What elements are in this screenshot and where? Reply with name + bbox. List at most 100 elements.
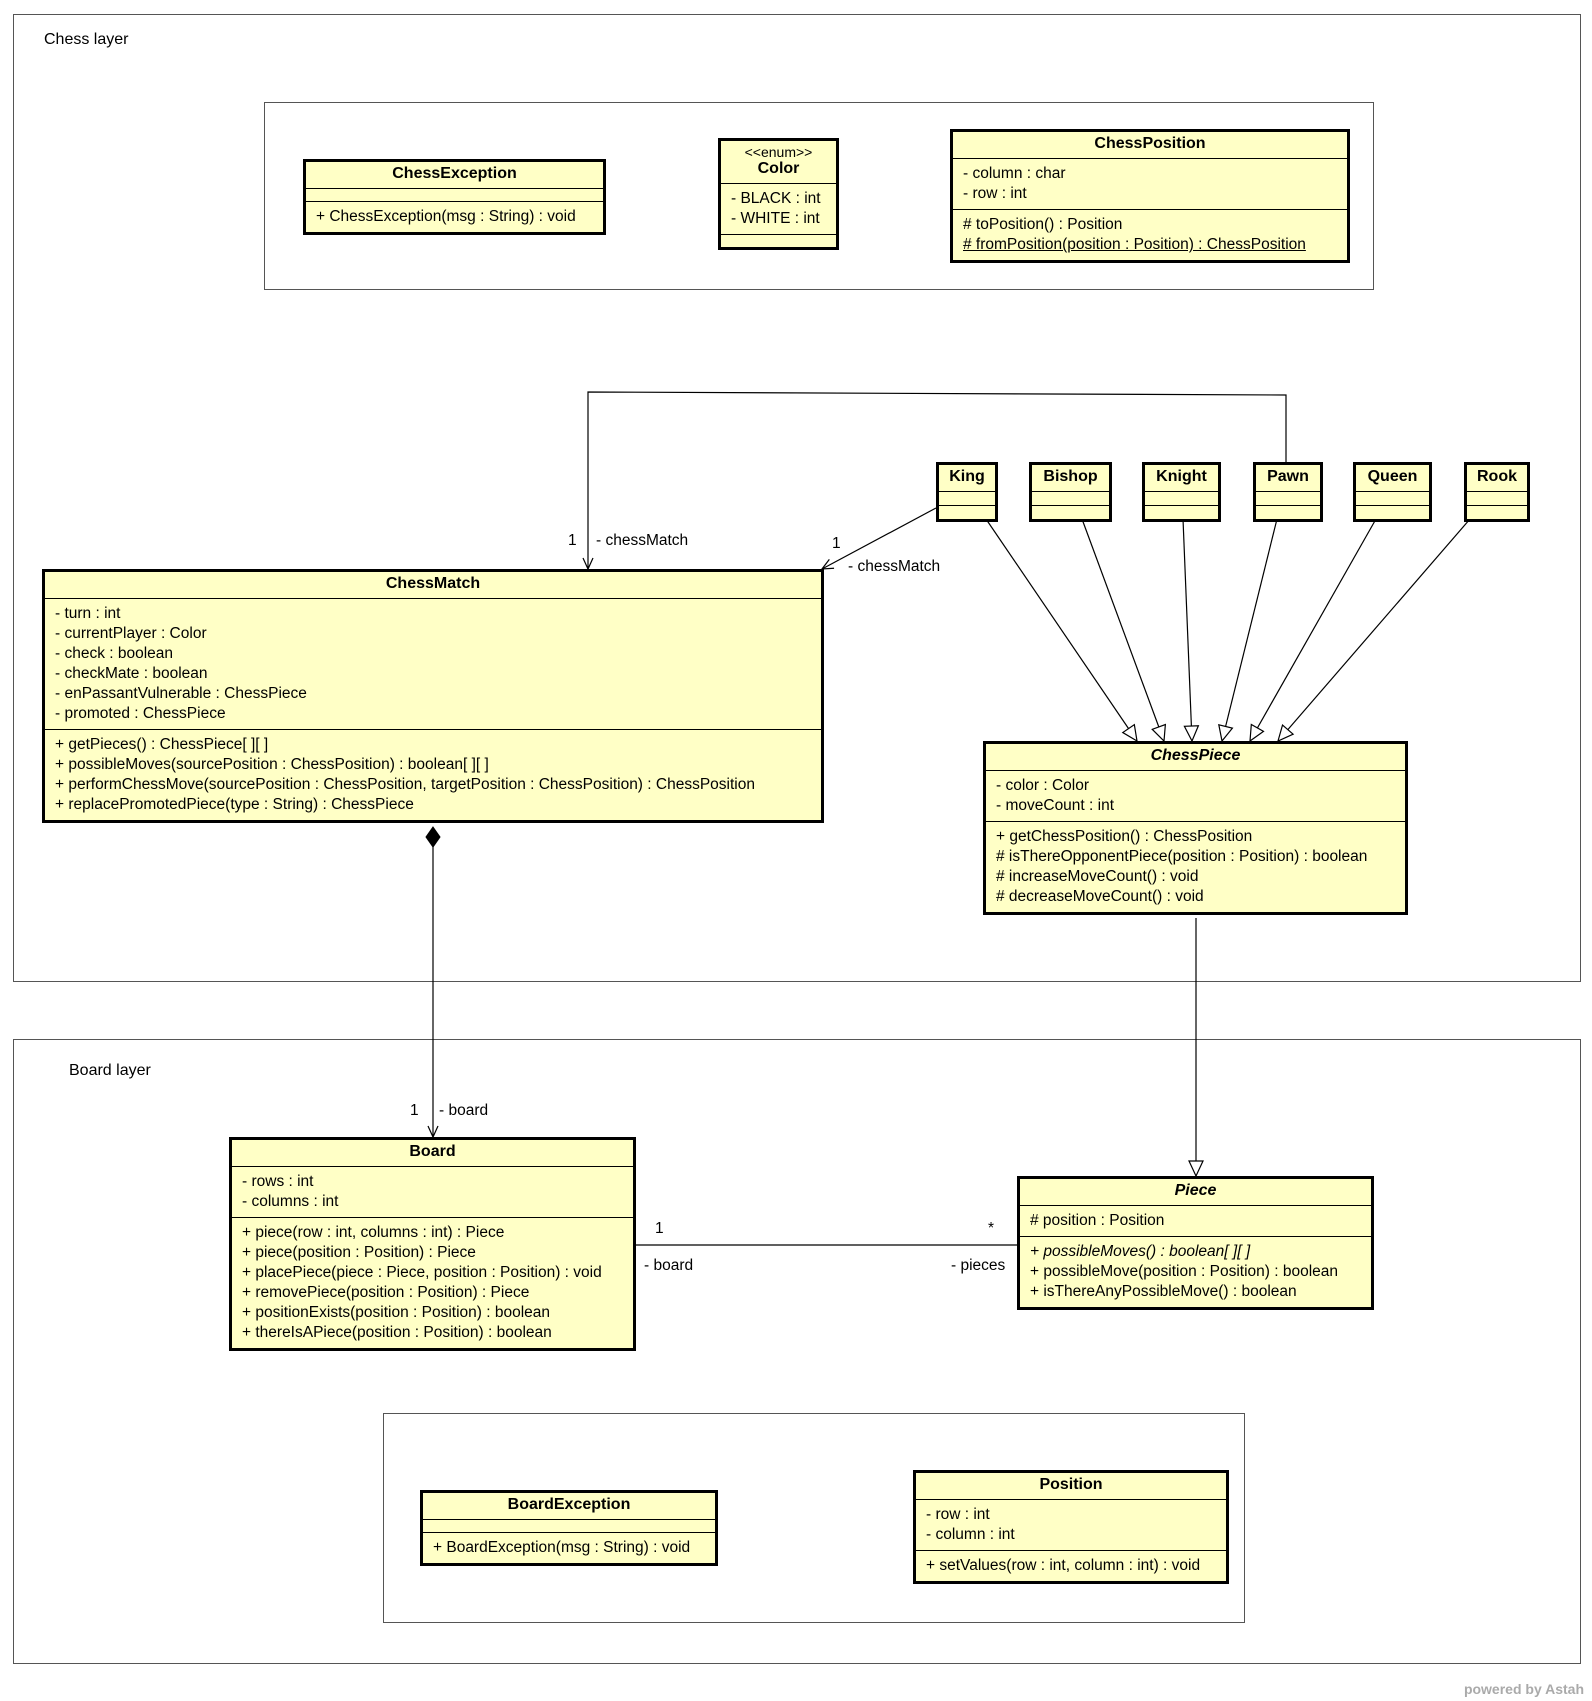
attributes-compartment xyxy=(423,1520,715,1533)
operation: + possibleMoves(sourcePosition : ChessPo… xyxy=(55,756,489,773)
king-chessmatch-role: - chessMatch xyxy=(848,558,941,575)
attribute: - row : int xyxy=(963,185,1027,202)
class-name: Piece xyxy=(1020,1179,1371,1206)
attributes-compartment xyxy=(1032,492,1109,506)
board-piece-left-role: - board xyxy=(644,1257,694,1274)
king-generalization xyxy=(985,518,1138,743)
class-name: ChessException xyxy=(306,162,603,189)
attribute: - row : int xyxy=(926,1506,990,1523)
class-king[interactable]: King xyxy=(936,462,998,522)
operations-compartment: + ChessException(msg : String) : void xyxy=(306,202,603,232)
class-chessposition[interactable]: ChessPosition - column : char - row : in… xyxy=(950,129,1350,263)
class-color-enum[interactable]: <<enum>> Color - BLACK : int - WHITE : i… xyxy=(718,138,839,250)
attribute: - column : char xyxy=(963,165,1066,182)
operations-compartment: + possibleMoves() : boolean[ ][ ] + poss… xyxy=(1020,1237,1371,1307)
class-name: Position xyxy=(916,1473,1226,1500)
king-chessmatch-association xyxy=(820,507,937,570)
chess-layer-package xyxy=(13,14,1581,982)
class-position[interactable]: Position - row : int - column : int + se… xyxy=(913,1470,1229,1584)
attributes-compartment: - color : Color - moveCount : int xyxy=(986,771,1405,822)
operations-compartment: + getPieces() : ChessPiece[ ][ ] + possi… xyxy=(45,730,821,820)
class-board[interactable]: Board - rows : int - columns : int + pie… xyxy=(229,1137,636,1351)
chessmatch-board-multiplicity: 1 xyxy=(410,1102,419,1119)
class-name: Color xyxy=(757,160,800,177)
operation: + replacePromotedPiece(type : String) : … xyxy=(55,796,414,813)
operation: + ChessException(msg : String) : void xyxy=(316,208,576,225)
class-bishop[interactable]: Bishop xyxy=(1029,462,1112,522)
attributes-compartment: - BLACK : int - WHITE : int xyxy=(721,184,836,235)
pawn-generalization xyxy=(1218,518,1278,743)
knight-generalization xyxy=(1182,518,1200,743)
board-utility-frame xyxy=(383,1413,1245,1623)
operation: # isThereOpponentPiece(position : Positi… xyxy=(996,848,1368,865)
class-header: <<enum>> Color xyxy=(721,141,836,184)
class-name: ChessPosition xyxy=(953,132,1347,159)
operation: + getChessPosition() : ChessPosition xyxy=(996,828,1253,845)
operation: + positionExists(position : Position) : … xyxy=(242,1304,551,1321)
operation: + piece(row : int, columns : int) : Piec… xyxy=(242,1224,505,1241)
operations-compartment xyxy=(1467,506,1527,519)
class-queen[interactable]: Queen xyxy=(1353,462,1432,522)
operation: + placePiece(piece : Piece, position : P… xyxy=(242,1264,602,1281)
operation: + isThereAnyPossibleMove() : boolean xyxy=(1030,1283,1297,1300)
operations-compartment xyxy=(939,506,995,519)
operation: + BoardException(msg : String) : void xyxy=(433,1539,691,1556)
attribute: - currentPlayer : Color xyxy=(55,625,207,642)
footer-watermark: powered by Astah xyxy=(1463,1681,1584,1697)
operations-compartment: + getChessPosition() : ChessPosition # i… xyxy=(986,822,1405,912)
attribute: - color : Color xyxy=(996,777,1090,794)
attribute: - check : boolean xyxy=(55,645,174,662)
composition-diamond xyxy=(425,826,441,848)
attribute: - turn : int xyxy=(55,605,121,622)
attribute: - checkMate : boolean xyxy=(55,665,208,682)
board-piece-right-role: - pieces xyxy=(951,1257,1006,1274)
class-name: Queen xyxy=(1356,465,1429,492)
class-chessmatch[interactable]: ChessMatch - turn : int - currentPlayer … xyxy=(42,569,824,823)
king-chessmatch-multiplicity: 1 xyxy=(832,535,841,552)
attributes-compartment xyxy=(939,492,995,506)
attribute: - moveCount : int xyxy=(996,797,1115,814)
operation: + getPieces() : ChessPiece[ ][ ] xyxy=(55,736,269,753)
class-name: ChessMatch xyxy=(45,572,821,599)
attributes-compartment xyxy=(1145,492,1218,506)
operation: + setValues(row : int, column : int) : v… xyxy=(926,1557,1201,1574)
operations-compartment xyxy=(1356,506,1429,519)
rook-generalization xyxy=(1277,518,1471,743)
chess-utility-frame xyxy=(264,102,1374,290)
class-piece[interactable]: Piece # position : Position + possibleMo… xyxy=(1017,1176,1374,1310)
operations-compartment xyxy=(1256,506,1320,519)
chessmatch-board-role: - board xyxy=(439,1102,489,1119)
abstract-operation: + possibleMoves() : boolean[ ][ ] xyxy=(1030,1243,1251,1260)
operations-compartment: + setValues(row : int, column : int) : v… xyxy=(916,1551,1226,1581)
class-name: Board xyxy=(232,1140,633,1167)
class-rook[interactable]: Rook xyxy=(1464,462,1530,522)
class-knight[interactable]: Knight xyxy=(1142,462,1221,522)
operation: + thereIsAPiece(position : Position) : b… xyxy=(242,1324,552,1341)
class-name: ChessPiece xyxy=(986,744,1405,771)
class-chessexception[interactable]: ChessException + ChessException(msg : St… xyxy=(303,159,606,235)
class-name: Rook xyxy=(1467,465,1527,492)
operations-compartment xyxy=(1032,506,1109,519)
class-name: BoardException xyxy=(423,1493,715,1520)
attributes-compartment xyxy=(1356,492,1429,506)
class-name: Pawn xyxy=(1256,465,1320,492)
attributes-compartment: - rows : int - columns : int xyxy=(232,1167,633,1218)
class-name: King xyxy=(939,465,995,492)
class-chesspiece[interactable]: ChessPiece - color : Color - moveCount :… xyxy=(983,741,1408,915)
class-boardexception[interactable]: BoardException + BoardException(msg : St… xyxy=(420,1490,718,1566)
class-pawn[interactable]: Pawn xyxy=(1253,462,1323,522)
operation: # decreaseMoveCount() : void xyxy=(996,888,1204,905)
operations-compartment: # toPosition() : Position # fromPosition… xyxy=(953,210,1347,260)
attribute: - column : int xyxy=(926,1526,1015,1543)
board-piece-left-multiplicity: 1 xyxy=(655,1220,664,1237)
operation: + performChessMove(sourcePosition : Ches… xyxy=(55,776,755,793)
attributes-compartment xyxy=(1467,492,1527,506)
pawn-chessmatch-multiplicity: 1 xyxy=(568,532,577,549)
operation: + removePiece(position : Position) : Pie… xyxy=(242,1284,530,1301)
operation: # increaseMoveCount() : void xyxy=(996,868,1199,885)
attribute: - WHITE : int xyxy=(731,210,820,227)
static-operation: # fromPosition(position : Position) : Ch… xyxy=(963,236,1306,253)
operations-compartment xyxy=(721,235,836,247)
attributes-compartment: - column : char - row : int xyxy=(953,159,1347,210)
